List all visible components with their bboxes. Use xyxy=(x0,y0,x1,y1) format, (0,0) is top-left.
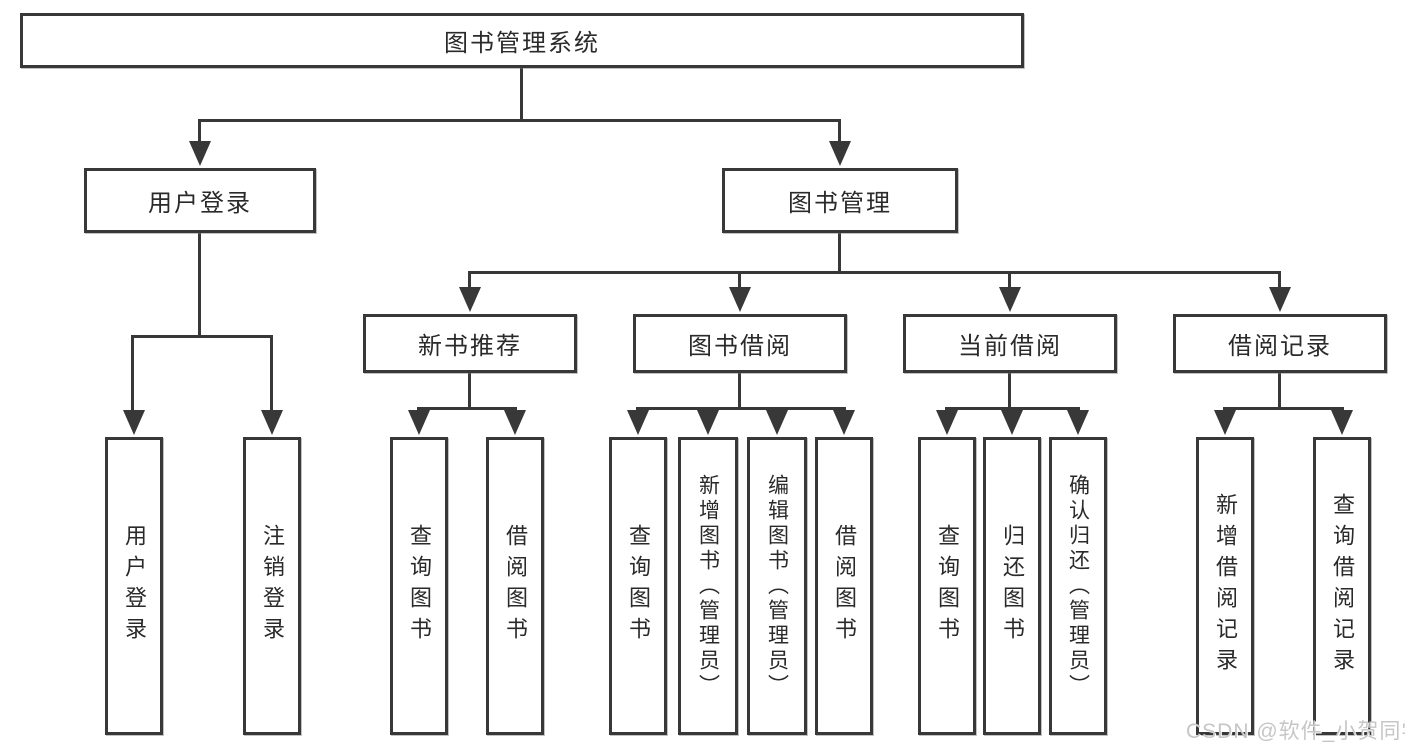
leaf-edit-books-admin: 编辑图书（管理员） xyxy=(747,437,807,735)
leaf-confirm-return-admin: 确认归还（管理员） xyxy=(1049,437,1107,735)
connector-horizontal xyxy=(198,119,841,122)
leaf-edit-books-admin-label: 编辑图书（管理员） xyxy=(765,473,789,699)
node-new-book-recommend: 新书推荐 xyxy=(363,314,577,373)
arrowhead-down-icon xyxy=(504,410,526,435)
connector-vertical xyxy=(520,68,523,121)
arrowhead-down-icon xyxy=(833,410,855,435)
arrowhead-down-icon xyxy=(729,287,751,312)
node-library-system-label: 图书管理系统 xyxy=(444,30,600,57)
node-borrowing-records-label: 借阅记录 xyxy=(1228,333,1332,360)
connector-vertical xyxy=(738,373,741,409)
leaf-logout: 注销登录 xyxy=(243,437,301,735)
leaf-user-login: 用户登录 xyxy=(105,437,163,735)
node-book-borrowing-label: 图书借阅 xyxy=(688,333,792,360)
connector-horizontal xyxy=(417,407,517,410)
leaf-query-books-borrowing: 查询图书 xyxy=(609,437,667,735)
connector-vertical xyxy=(838,119,841,145)
leaf-query-books-current-label: 查询图书 xyxy=(935,524,960,648)
leaf-add-books-admin: 新增图书（管理员） xyxy=(678,437,738,735)
arrowhead-down-icon xyxy=(627,410,649,435)
arrowhead-down-icon xyxy=(1269,287,1291,312)
connector-vertical xyxy=(468,373,471,409)
node-book-management-label: 图书管理 xyxy=(788,190,892,217)
connector-horizontal xyxy=(636,407,846,410)
arrowhead-down-icon xyxy=(936,410,958,435)
connector-vertical xyxy=(198,119,201,145)
connector-vertical xyxy=(468,271,471,291)
connector-vertical xyxy=(1278,271,1281,291)
node-new-book-recommend-label: 新书推荐 xyxy=(418,333,522,360)
leaf-return-books: 归还图书 xyxy=(983,437,1041,735)
leaf-logout-label: 注销登录 xyxy=(260,524,285,648)
leaf-add-books-admin-label: 新增图书（管理员） xyxy=(696,473,720,699)
arrowhead-down-icon xyxy=(1214,410,1236,435)
leaf-add-borrow-record-label: 新增借阅记录 xyxy=(1213,493,1238,679)
connector-vertical xyxy=(270,335,273,411)
leaf-query-books-borrowing-label: 查询图书 xyxy=(626,524,651,648)
leaf-borrow-books-recommend: 借阅图书 xyxy=(486,437,544,735)
arrowhead-down-icon xyxy=(261,410,283,435)
leaf-borrow-books-label: 借阅图书 xyxy=(832,524,857,648)
leaf-return-books-label: 归还图书 xyxy=(1000,524,1025,648)
node-user-login-label: 用户登录 xyxy=(148,190,252,217)
connector-vertical xyxy=(198,233,201,337)
arrowhead-down-icon xyxy=(697,410,719,435)
connector-horizontal xyxy=(1223,407,1344,410)
csdn-watermark: CSDN @软件_小贺同学 xyxy=(1186,720,1405,743)
leaf-borrow-books-recommend-label: 借阅图书 xyxy=(503,524,528,648)
node-current-borrowing: 当前借阅 xyxy=(903,314,1117,373)
connector-vertical xyxy=(738,271,741,291)
leaf-query-borrow-record: 查询借阅记录 xyxy=(1313,437,1371,735)
connector-vertical xyxy=(1008,271,1011,291)
leaf-query-borrow-record-label: 查询借阅记录 xyxy=(1330,493,1355,679)
connector-vertical xyxy=(838,233,841,273)
node-book-management: 图书管理 xyxy=(722,168,958,233)
connector-vertical xyxy=(1278,373,1281,409)
connector-horizontal xyxy=(468,271,1281,274)
arrowhead-down-icon xyxy=(1067,410,1089,435)
arrowhead-down-icon xyxy=(123,410,145,435)
leaf-query-books-current: 查询图书 xyxy=(918,437,976,735)
leaf-query-books-recommend: 查询图书 xyxy=(390,437,448,735)
node-library-system: 图书管理系统 xyxy=(20,13,1024,68)
arrowhead-down-icon xyxy=(829,141,851,166)
leaf-confirm-return-admin-label: 确认归还（管理员） xyxy=(1066,473,1090,699)
arrowhead-down-icon xyxy=(189,141,211,166)
leaf-query-books-recommend-label: 查询图书 xyxy=(407,524,432,648)
node-borrowing-records: 借阅记录 xyxy=(1173,314,1387,373)
arrowhead-down-icon xyxy=(408,410,430,435)
arrowhead-down-icon xyxy=(459,287,481,312)
arrowhead-down-icon xyxy=(1331,410,1353,435)
connector-horizontal xyxy=(945,407,1080,410)
node-current-borrowing-label: 当前借阅 xyxy=(958,333,1062,360)
leaf-user-login-label: 用户登录 xyxy=(122,524,147,648)
arrowhead-down-icon xyxy=(1001,410,1023,435)
connector-vertical xyxy=(1008,373,1011,409)
connector-vertical xyxy=(131,335,134,411)
connector-horizontal xyxy=(131,335,273,338)
leaf-borrow-books: 借阅图书 xyxy=(815,437,873,735)
node-user-login: 用户登录 xyxy=(84,168,316,233)
node-book-borrowing: 图书借阅 xyxy=(633,314,847,373)
arrowhead-down-icon xyxy=(999,287,1021,312)
leaf-add-borrow-record: 新增借阅记录 xyxy=(1196,437,1254,735)
arrowhead-down-icon xyxy=(766,410,788,435)
